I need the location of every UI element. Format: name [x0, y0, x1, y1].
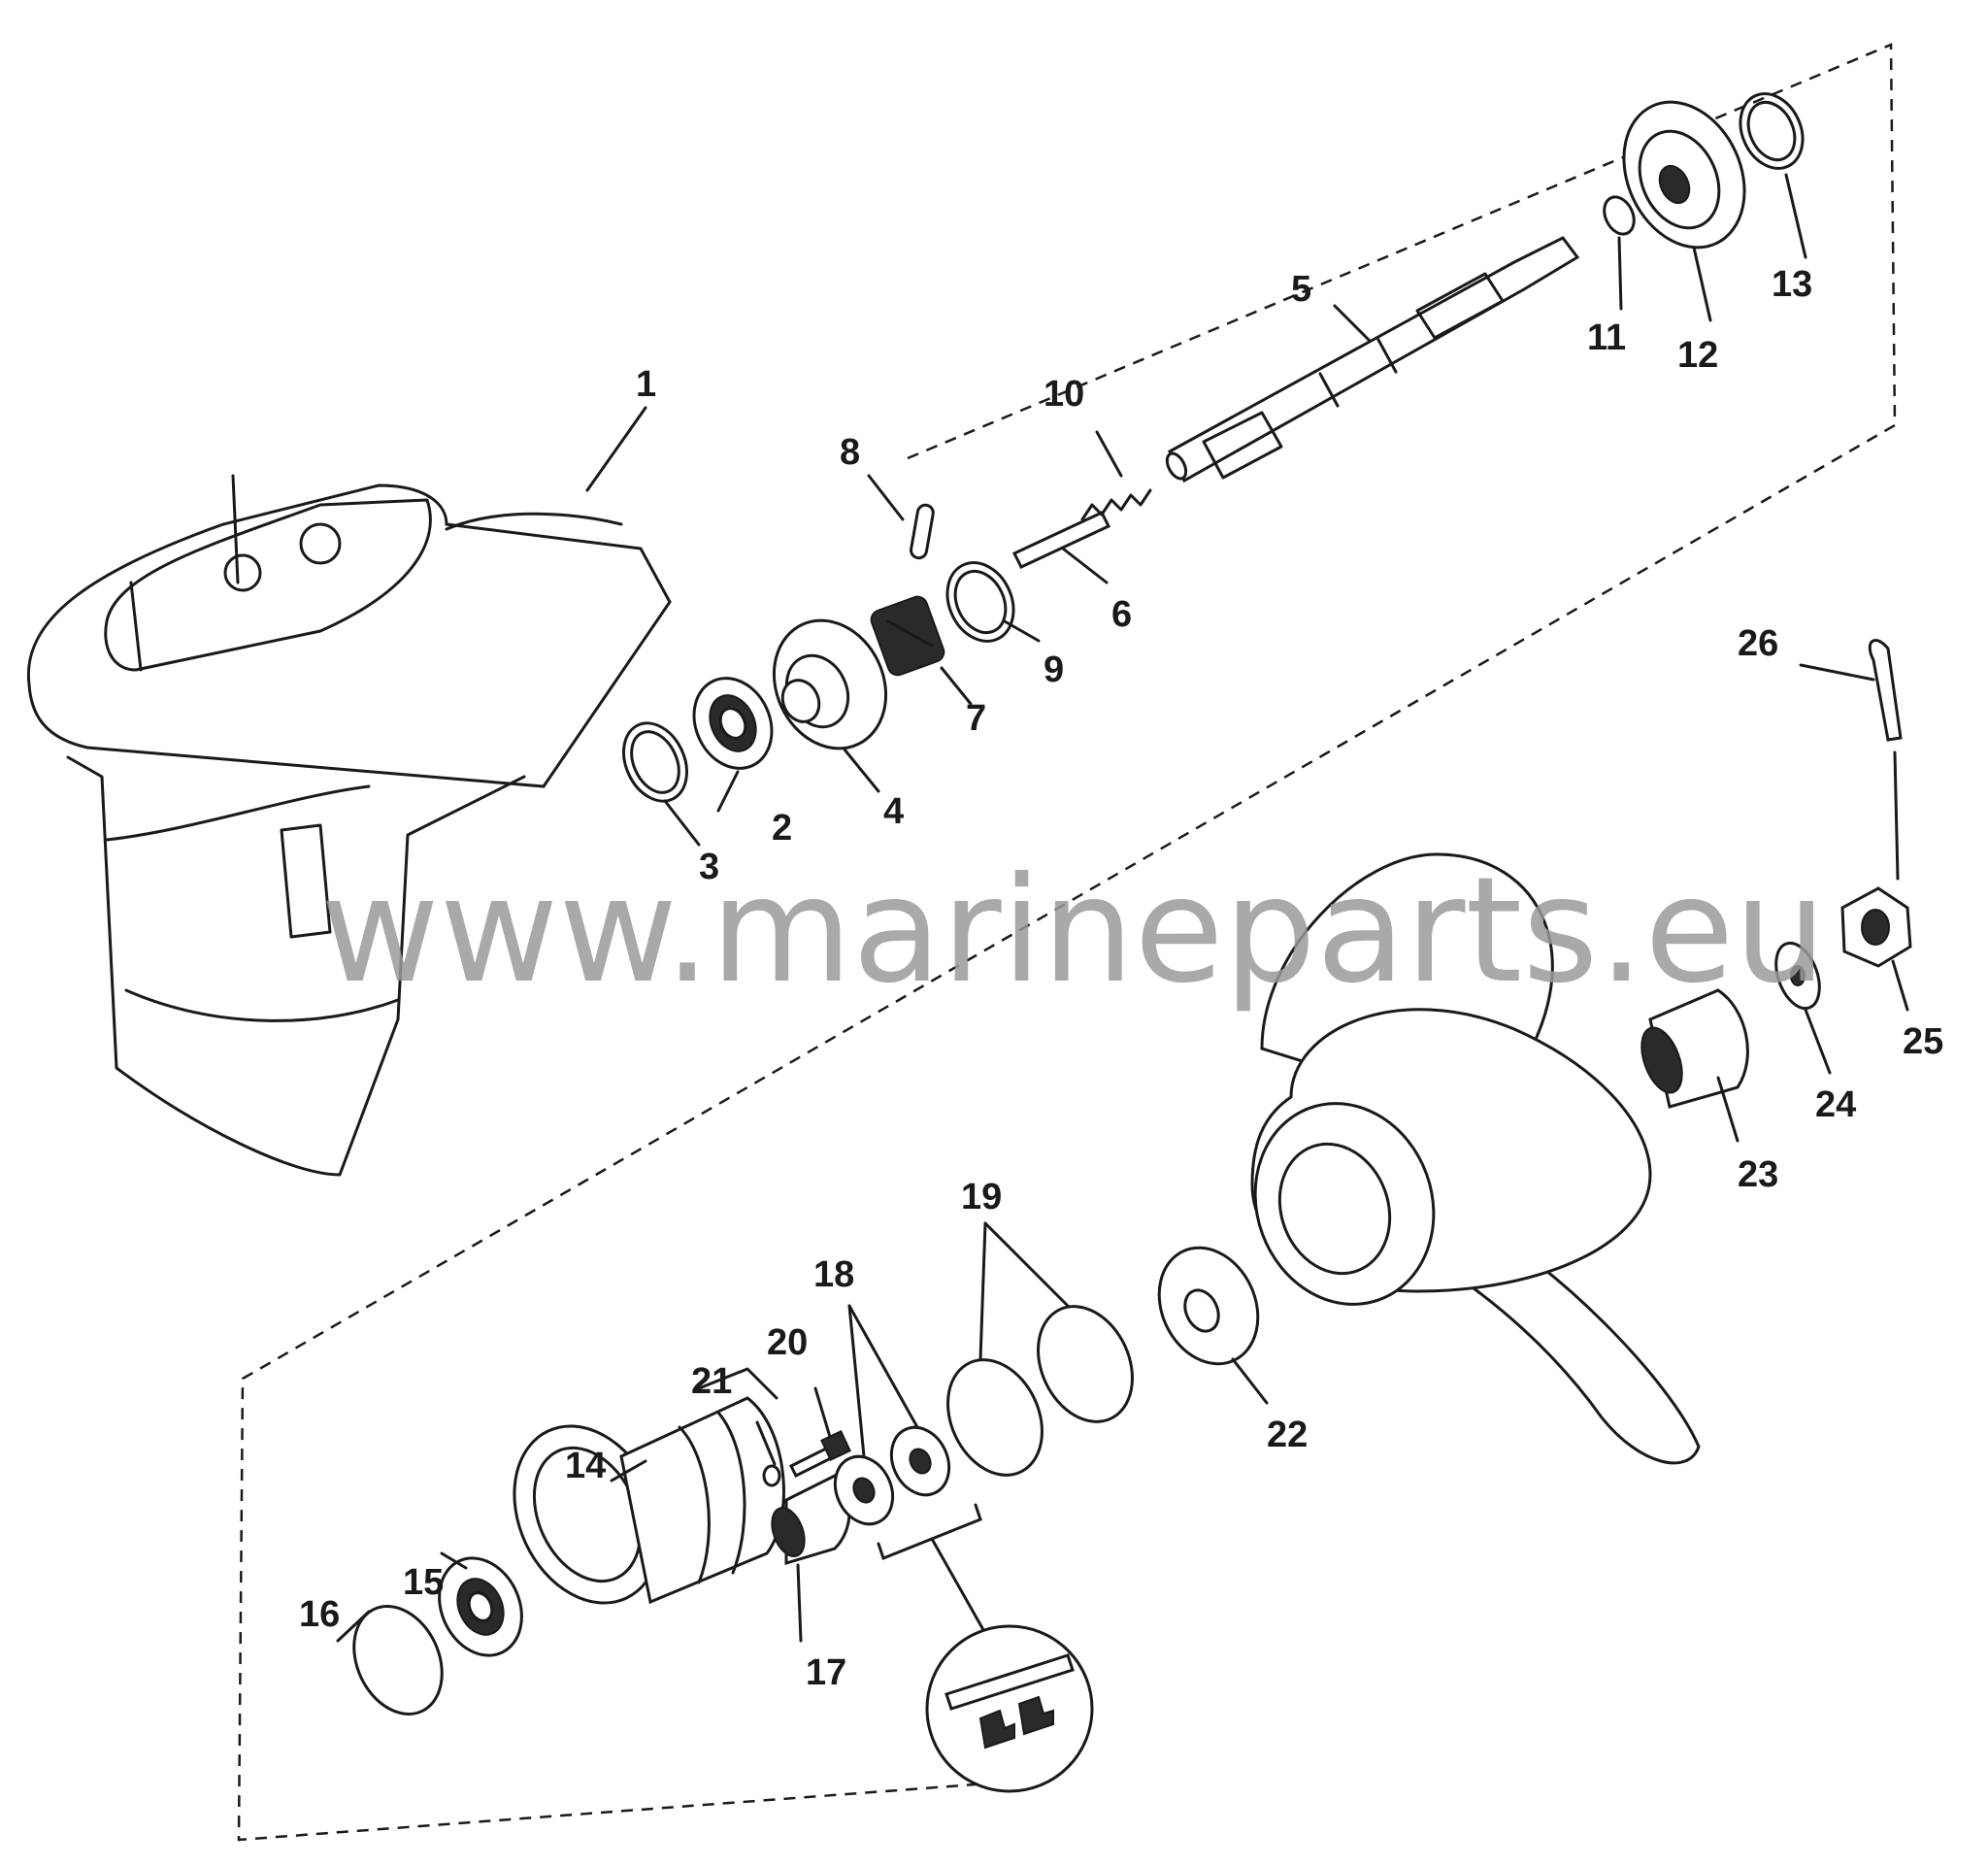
thrust-washer-22: [1157, 1246, 1260, 1366]
callout-20: 20: [767, 1322, 808, 1363]
cotter-pin-26: [1868, 639, 1903, 881]
callout-10: 10: [1044, 374, 1084, 415]
propeller: [1250, 852, 1701, 1465]
propeller-shaft-5: [1165, 236, 1580, 483]
seal-18b: [889, 1425, 951, 1497]
spring-10: [1080, 488, 1152, 521]
watermark: www.marineparts.eu: [320, 847, 1827, 1016]
o-ring-16: [352, 1605, 444, 1716]
callout-23: 23: [1738, 1154, 1778, 1195]
callout-25: 25: [1903, 1021, 1943, 1062]
callout-14: 14: [565, 1446, 606, 1486]
callout-8: 8: [840, 432, 860, 473]
pin-6: [1011, 511, 1111, 569]
callout-19: 19: [961, 1177, 1002, 1217]
shim-ring-13: [1739, 92, 1805, 170]
callout-11: 11: [1587, 317, 1626, 358]
leader-lines: [336, 173, 1909, 1643]
prop-nut-25: [1840, 886, 1912, 968]
callout-2: 2: [772, 808, 792, 849]
callout-3: 3: [699, 847, 719, 887]
callout-5: 5: [1291, 269, 1311, 310]
callout-labels: 1 2 3 4 5 6 7 8 9 10 11 12 13 14 15 16 1…: [299, 264, 1943, 1693]
gear-housing: [26, 474, 672, 1177]
shim-ring-3: [622, 721, 688, 803]
seal-detail-callout: [877, 1503, 1094, 1793]
callout-1: 1: [636, 364, 656, 405]
callout-16: 16: [299, 1594, 340, 1635]
washer-11: [1603, 195, 1636, 236]
ring-9: [945, 561, 1015, 643]
callout-9: 9: [1044, 650, 1064, 690]
seal-18a: [833, 1454, 895, 1526]
cross-pin-8: [910, 503, 935, 560]
bearing-carrier-14: [513, 1367, 785, 1605]
callout-18: 18: [813, 1254, 854, 1295]
bearing-2: [692, 677, 774, 770]
bevel-gear-12: [1622, 100, 1746, 250]
assembly-boundary: [237, 43, 1897, 1842]
washer-24: [1774, 941, 1821, 1011]
callout-17: 17: [806, 1652, 846, 1693]
bearing-15: [438, 1556, 523, 1657]
needle-bearing-17: [771, 1474, 851, 1566]
callout-22: 22: [1267, 1415, 1308, 1455]
pinion-gear-4: [772, 618, 888, 750]
callout-12: 12: [1677, 335, 1718, 376]
callout-21: 21: [691, 1361, 732, 1402]
clutch-dog-7: [870, 595, 945, 677]
callout-13: 13: [1772, 264, 1812, 305]
washer-21: [762, 1464, 781, 1487]
callout-24: 24: [1815, 1084, 1856, 1125]
screw-20: [788, 1430, 851, 1479]
callout-15: 15: [403, 1562, 444, 1603]
o-ring-19b: [1037, 1305, 1134, 1423]
callout-7: 7: [966, 698, 986, 739]
callout-6: 6: [1111, 594, 1132, 635]
spacer-23: [1640, 988, 1749, 1109]
callout-26: 26: [1738, 623, 1778, 664]
callout-4: 4: [883, 791, 904, 832]
o-ring-19a: [946, 1358, 1044, 1477]
